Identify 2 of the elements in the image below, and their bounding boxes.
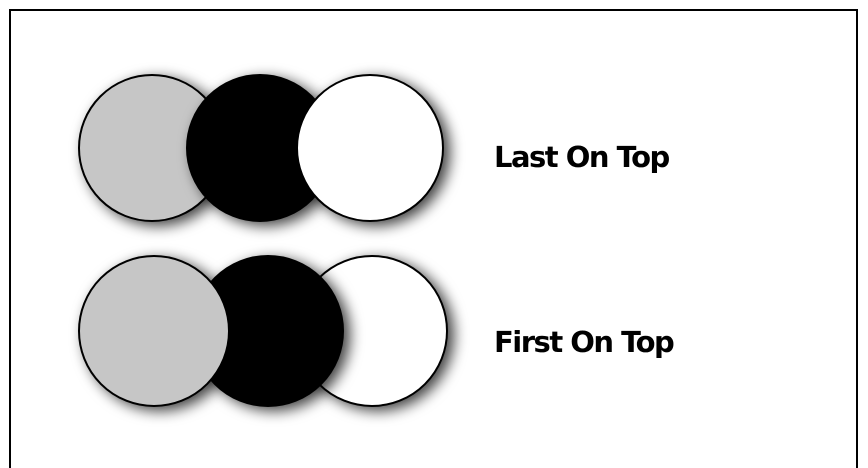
row-label: First On Top xyxy=(494,325,674,359)
row-label: Last On Top xyxy=(494,140,669,174)
